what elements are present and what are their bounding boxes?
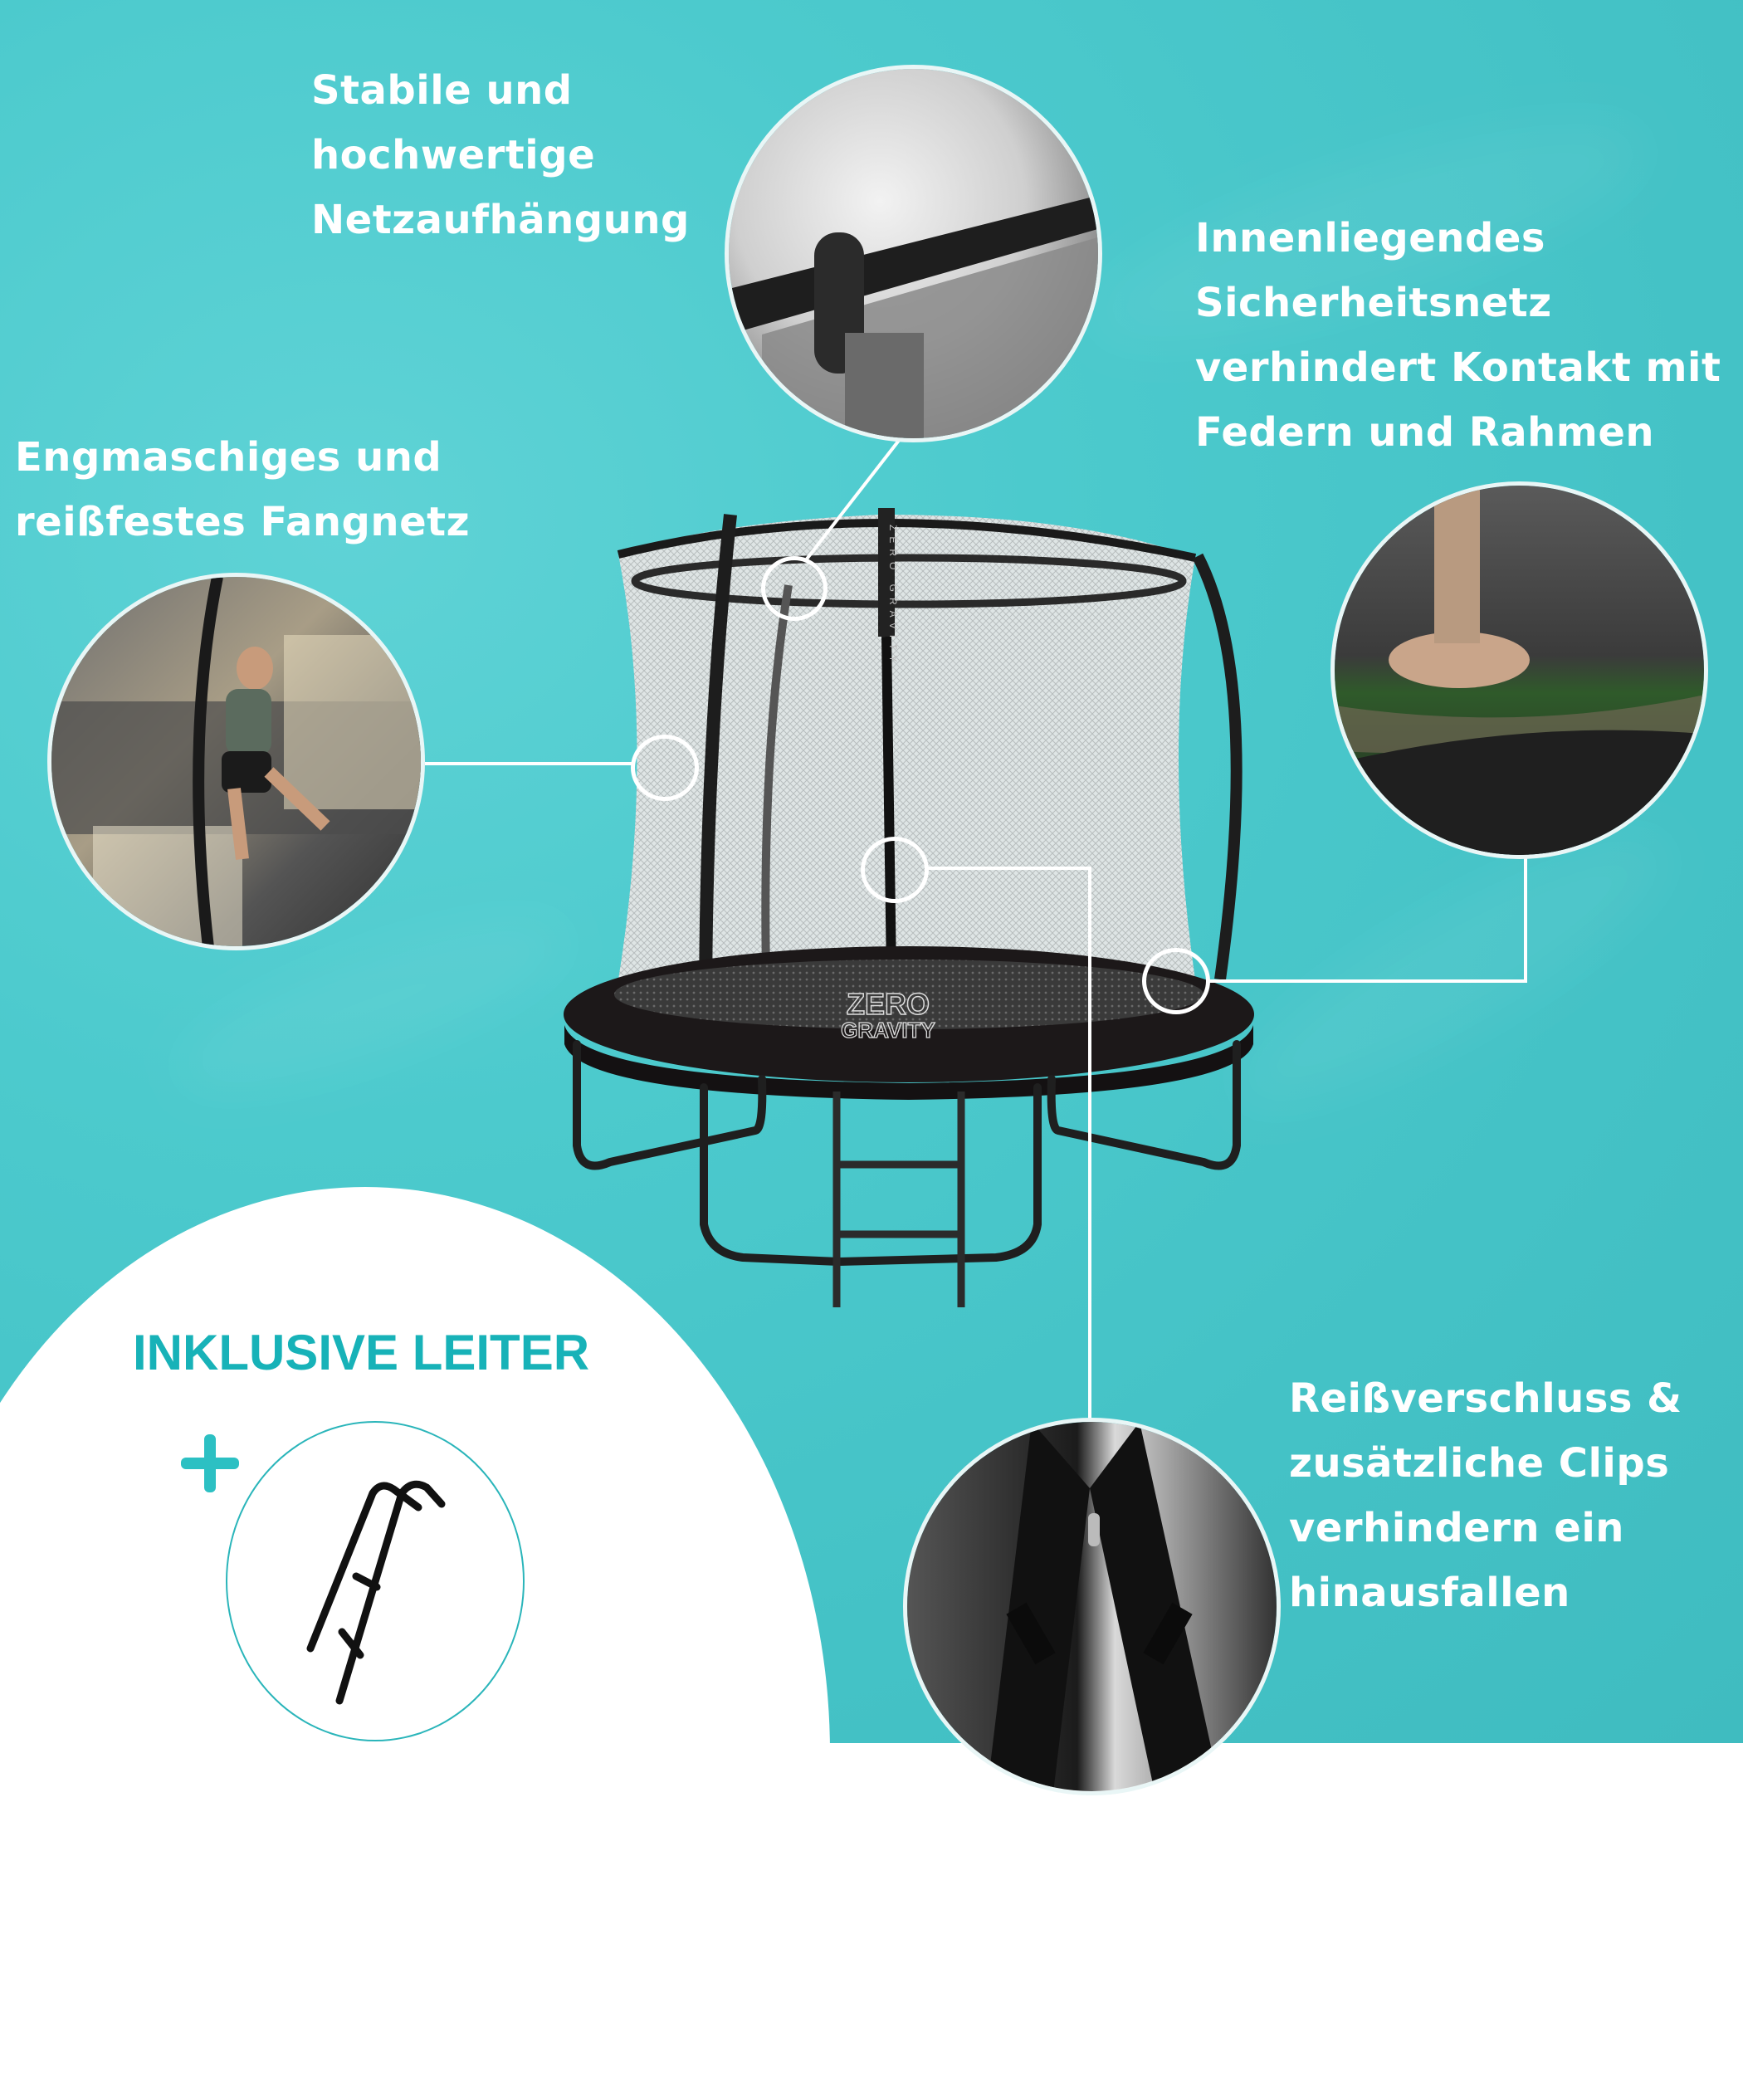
feature-line: Innenliegendes — [1195, 215, 1545, 261]
feature-line: Stabile und — [311, 67, 573, 114]
callout-ring-inner-net — [1142, 948, 1210, 1014]
photo-foot-on-mat — [1330, 481, 1708, 859]
feature-line: Reißverschluss & — [1289, 1375, 1682, 1422]
feature-line: verhindert Kontakt mit — [1195, 344, 1721, 391]
trampoline-illustration: ZERO GRAVITY ZERO GRAVITY — [564, 508, 1254, 1307]
callout-ring-net-suspension — [761, 556, 828, 621]
photo-zipper-closeup — [903, 1418, 1281, 1795]
feature-line: zusätzliche Clips — [1289, 1440, 1670, 1487]
feature-line: reißfestes Fangnetz — [15, 499, 470, 545]
svg-text:ZERO GRAVITY: ZERO GRAVITY — [887, 525, 899, 667]
feature-line: Netzaufhängung — [311, 197, 690, 243]
feature-line: hochwertige — [311, 132, 596, 178]
svg-text:ZERO: ZERO — [847, 987, 930, 1021]
feature-zipper: Reißverschluss & zusätzliche Clips verhi… — [1289, 1366, 1682, 1625]
plus-icon — [181, 1434, 239, 1492]
ladder-image-circle — [226, 1421, 525, 1741]
callout-ring-zipper — [861, 837, 929, 903]
ladder-icon — [306, 1480, 446, 1705]
photo-child-jumping — [47, 573, 425, 950]
feature-line: hinausfallen — [1289, 1570, 1570, 1616]
feature-line: Federn und Rahmen — [1195, 409, 1655, 456]
feature-line: Engmaschiges und — [15, 434, 442, 481]
feature-net-suspension: Stabile und hochwertige Netzaufhängung — [311, 58, 690, 252]
feature-mesh-net: Engmaschiges und reißfestes Fangnetz — [15, 425, 470, 554]
feature-inner-net: Innenliegendes Sicherheitsnetz verhinder… — [1195, 206, 1721, 465]
ladder-promo-title: INKLUSIVE LEITER — [133, 1325, 590, 1380]
svg-text:GRAVITY: GRAVITY — [841, 1018, 935, 1043]
photo-net-pole-closeup — [725, 65, 1102, 442]
feature-line: verhindern ein — [1289, 1505, 1624, 1551]
feature-line: Sicherheitsnetz — [1195, 280, 1552, 326]
callout-ring-mesh-net — [631, 735, 699, 801]
